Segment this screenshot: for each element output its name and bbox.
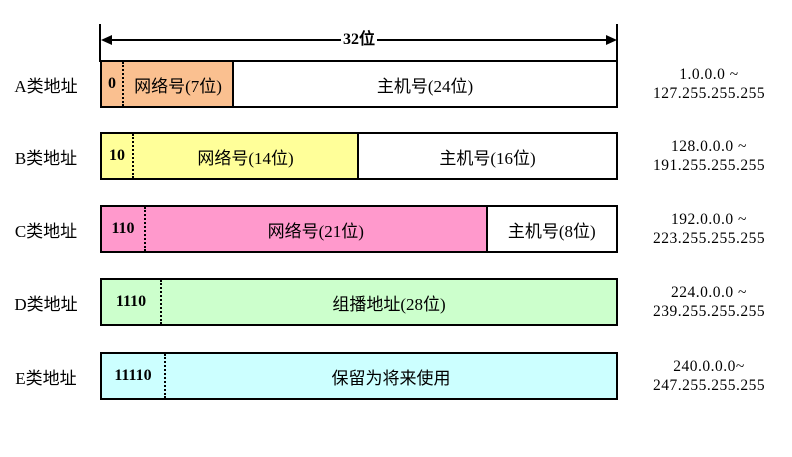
arrow-line bbox=[112, 39, 341, 41]
class-b-row: B类地址 10 网络号(14位) 主机号(16位) 128.0.0.0 ~ 19… bbox=[0, 132, 792, 180]
range-end: 239.255.255.255 bbox=[652, 303, 766, 320]
class-e-reserved-label: 保留为将来使用 bbox=[331, 368, 451, 388]
class-e-row: E类地址 11110 保留为将来使用 240.0.0.0~ 247.255.25… bbox=[0, 352, 792, 400]
arrow-left-tick bbox=[99, 24, 101, 62]
class-b-network-section: 10 网络号(14位) bbox=[102, 134, 359, 178]
class-e-reserved-section: 11110 保留为将来使用 bbox=[102, 354, 616, 398]
range-end: 127.255.255.255 bbox=[652, 85, 766, 102]
class-b-label: B类地址 bbox=[14, 148, 78, 168]
range-end: 223.255.255.255 bbox=[652, 230, 766, 247]
class-a-range: 1.0.0.0 ~ 127.255.255.255 bbox=[626, 60, 792, 108]
class-e-label: E类地址 bbox=[15, 368, 77, 388]
range-start: 128.0.0.0 ~ bbox=[671, 138, 747, 155]
class-c-network-label: 网络号(21位) bbox=[267, 221, 364, 241]
class-a-label: A类地址 bbox=[14, 76, 78, 96]
class-d-range: 224.0.0.0 ~ 239.255.255.255 bbox=[626, 278, 792, 326]
class-e-range: 240.0.0.0~ 247.255.255.255 bbox=[626, 352, 792, 400]
class-a-bitfield: 0 网络号(7位) 主机号(24位) bbox=[100, 60, 618, 108]
class-d-prefix-bits: 1110 bbox=[102, 280, 162, 324]
class-a-row: A类地址 0 网络号(7位) 主机号(24位) 1.0.0.0 ~ 127.25… bbox=[0, 60, 792, 108]
arrowhead-left-icon bbox=[101, 35, 112, 45]
class-c-prefix-bits: 110 bbox=[102, 207, 146, 251]
range-start: 240.0.0.0~ bbox=[673, 358, 745, 375]
class-c-range: 192.0.0.0 ~ 223.255.255.255 bbox=[626, 205, 792, 253]
range-start: 1.0.0.0 ~ bbox=[679, 66, 739, 83]
range-start: 224.0.0.0 ~ bbox=[671, 284, 747, 301]
class-b-network-label: 网络号(14位) bbox=[197, 148, 294, 168]
class-c-bitfield: 110 网络号(21位) 主机号(8位) bbox=[100, 205, 618, 253]
class-a-network-section: 0 网络号(7位) bbox=[102, 62, 235, 106]
bit-width-label: 32位 bbox=[343, 31, 376, 48]
class-a-network-label: 网络号(7位) bbox=[134, 76, 222, 96]
range-start: 192.0.0.0 ~ bbox=[671, 211, 747, 228]
class-d-multicast-label: 组播地址(28位) bbox=[332, 294, 446, 314]
class-c-network-section: 110 网络号(21位) bbox=[102, 207, 488, 251]
class-b-host-label: 主机号(16位) bbox=[359, 134, 616, 178]
class-c-label: C类地址 bbox=[14, 221, 78, 241]
class-e-prefix-bits: 11110 bbox=[102, 354, 166, 398]
class-d-row: D类地址 1110 组播地址(28位) 224.0.0.0 ~ 239.255.… bbox=[0, 278, 792, 326]
class-a-prefix-bits: 0 bbox=[102, 62, 124, 106]
class-d-label: D类地址 bbox=[14, 294, 78, 314]
arrowhead-right-icon bbox=[606, 35, 618, 45]
range-end: 247.255.255.255 bbox=[652, 377, 766, 394]
class-b-bitfield: 10 网络号(14位) 主机号(16位) bbox=[100, 132, 618, 180]
class-e-bitfield: 11110 保留为将来使用 bbox=[100, 352, 618, 400]
class-d-multicast-section: 1110 组播地址(28位) bbox=[102, 280, 616, 324]
class-b-prefix-bits: 10 bbox=[102, 134, 134, 178]
bit-width-arrow: 32位 bbox=[101, 30, 618, 50]
class-a-host-label: 主机号(24位) bbox=[234, 62, 616, 106]
class-c-row: C类地址 110 网络号(21位) 主机号(8位) 192.0.0.0 ~ 22… bbox=[0, 205, 792, 253]
class-b-range: 128.0.0.0 ~ 191.255.255.255 bbox=[626, 132, 792, 180]
class-d-bitfield: 1110 组播地址(28位) bbox=[100, 278, 618, 326]
arrow-line bbox=[377, 39, 607, 41]
class-c-host-label: 主机号(8位) bbox=[487, 207, 616, 251]
range-end: 191.255.255.255 bbox=[652, 157, 766, 174]
